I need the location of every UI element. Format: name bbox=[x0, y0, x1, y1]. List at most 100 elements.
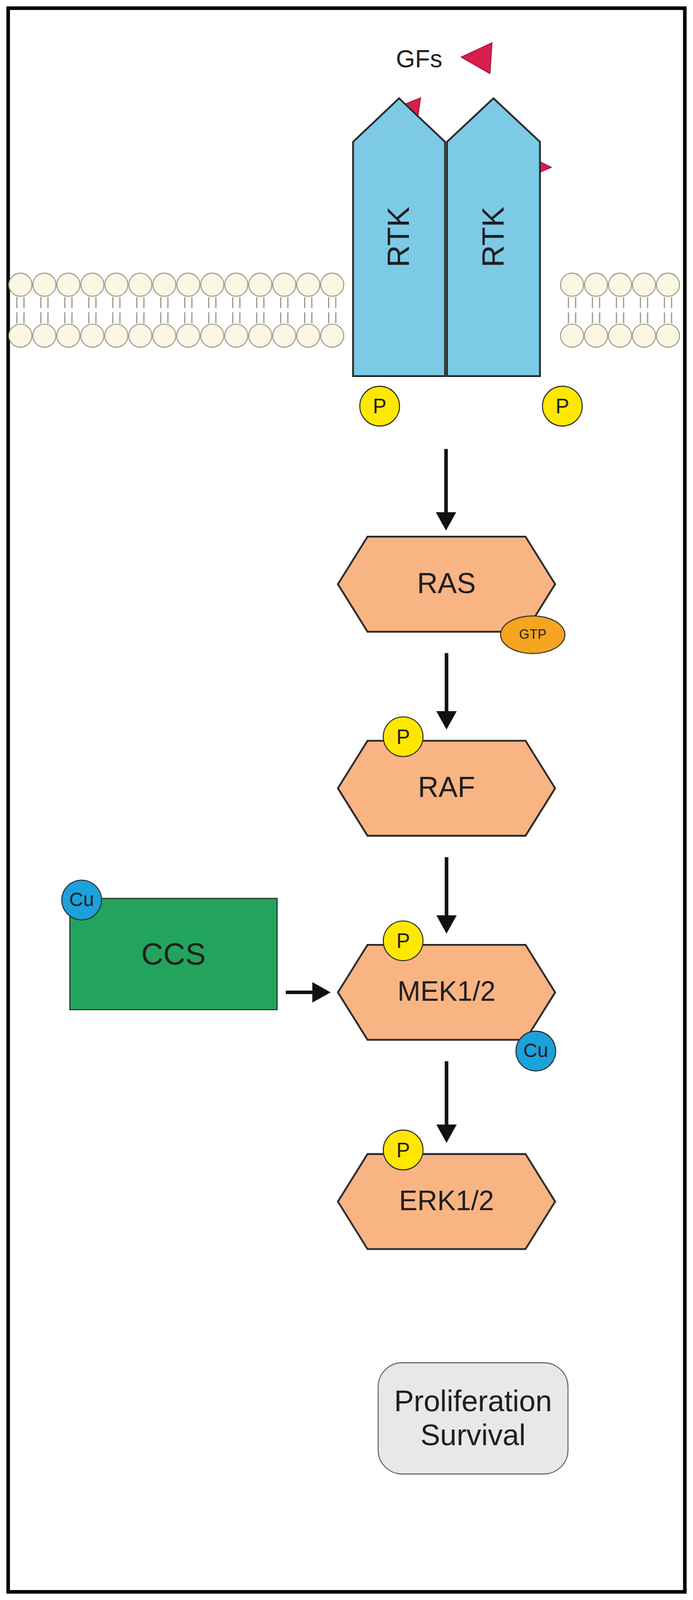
lipid-head bbox=[104, 273, 128, 297]
node-text: P bbox=[396, 1138, 410, 1163]
arrow-line bbox=[443, 449, 448, 517]
lipid-tail bbox=[591, 312, 593, 324]
figure-frame bbox=[8, 8, 686, 1593]
shape-fill bbox=[338, 945, 556, 1041]
kinase-hexagon: RAF bbox=[337, 739, 557, 837]
lipid-tail bbox=[71, 296, 73, 309]
lipid-head bbox=[104, 324, 128, 348]
lipid-tail bbox=[622, 296, 624, 309]
lipid-head bbox=[560, 273, 584, 297]
lipid-tail bbox=[135, 312, 138, 324]
lipid-tail bbox=[311, 312, 313, 324]
shape-fill bbox=[353, 98, 446, 377]
lipid-tail bbox=[280, 296, 282, 309]
lipid-tail bbox=[335, 312, 337, 324]
arrow-line bbox=[444, 857, 448, 920]
receptor-box: RTK bbox=[352, 96, 447, 378]
lipid-tail bbox=[64, 312, 66, 324]
lipid-head bbox=[608, 273, 632, 297]
lipid-tail bbox=[232, 296, 234, 309]
lipid-head bbox=[80, 273, 104, 297]
lipid-head bbox=[176, 324, 200, 348]
lipid-tail bbox=[328, 296, 330, 309]
kinase-hexagon: MEK1/2 bbox=[337, 944, 557, 1042]
lipid-tail bbox=[615, 312, 617, 324]
lipid-tail bbox=[598, 296, 600, 309]
lipid-head bbox=[320, 324, 344, 348]
phospho-circle: P bbox=[382, 1129, 424, 1171]
lipid-head bbox=[56, 324, 80, 348]
lipid-tail bbox=[119, 296, 121, 309]
lipid-tail bbox=[664, 296, 666, 309]
lipid-tail bbox=[304, 312, 306, 324]
lipid-tail bbox=[664, 312, 666, 324]
phospho-circle: P bbox=[382, 920, 424, 962]
kinase-hexagon: ERK1/2 bbox=[337, 1153, 557, 1251]
lipid-tail bbox=[47, 296, 49, 309]
arrow-head bbox=[436, 915, 457, 935]
lipid-tail bbox=[287, 312, 289, 324]
lipid-tail bbox=[191, 312, 193, 324]
lipid-head bbox=[152, 273, 176, 297]
node-text: P bbox=[555, 394, 569, 418]
lipid-head bbox=[296, 273, 320, 297]
lipid-head bbox=[128, 273, 152, 297]
lipid-tail bbox=[262, 296, 265, 309]
arrow-connector bbox=[436, 857, 457, 934]
lipid-tail bbox=[64, 296, 66, 309]
arrow-connector bbox=[435, 449, 457, 531]
lipid-head bbox=[656, 273, 680, 297]
lipid-tail bbox=[215, 296, 217, 309]
lipid-tail bbox=[95, 296, 97, 309]
chaperone-box: CCS bbox=[69, 898, 278, 1011]
node-text: GTP bbox=[519, 627, 547, 643]
lipid-tail bbox=[88, 296, 90, 309]
lipid-tail bbox=[167, 312, 169, 324]
arrow-connector bbox=[436, 653, 457, 730]
node-text: Cu bbox=[69, 889, 95, 912]
lipid-tail bbox=[119, 312, 121, 324]
lipid-head bbox=[632, 273, 656, 297]
lipid-tail bbox=[598, 312, 600, 324]
outcome-box: Proliferation Survival bbox=[377, 1362, 569, 1476]
lipid-tail bbox=[256, 296, 258, 309]
lipid-tail bbox=[208, 312, 210, 324]
node-text: RTK bbox=[475, 207, 511, 268]
lipid-tail bbox=[159, 312, 161, 324]
lipid-tail bbox=[167, 296, 169, 309]
arrow-line bbox=[444, 653, 448, 716]
node-text: RTK bbox=[381, 207, 417, 268]
lipid-tail bbox=[256, 312, 258, 324]
node-text: P bbox=[396, 725, 410, 749]
lipid-tail bbox=[640, 312, 642, 324]
lipid-head bbox=[224, 324, 248, 348]
node-text: CCS bbox=[140, 936, 206, 973]
lipid-tail bbox=[670, 312, 672, 324]
lipid-head bbox=[200, 324, 224, 348]
lipid-head bbox=[32, 324, 56, 348]
lipid-tail bbox=[262, 312, 265, 324]
lipid-tail bbox=[574, 296, 577, 309]
receptor-box: RTK bbox=[446, 96, 541, 378]
node-text: RAS bbox=[417, 568, 476, 602]
lipid-bilayer bbox=[8, 273, 680, 348]
lipid-tail bbox=[135, 296, 138, 309]
lipid-tail bbox=[646, 296, 648, 309]
lipid-head bbox=[296, 324, 320, 348]
shape-fill bbox=[446, 98, 540, 377]
lipid-tail bbox=[287, 296, 289, 309]
lipid-tail bbox=[184, 296, 186, 309]
lipid-head bbox=[248, 273, 272, 297]
arrow-head bbox=[436, 711, 457, 730]
lipid-tail bbox=[591, 296, 593, 309]
lipid-head bbox=[224, 273, 248, 297]
lipid-head bbox=[32, 273, 56, 297]
lipid-tail bbox=[88, 312, 90, 324]
lipid-tail bbox=[567, 312, 569, 324]
lipid-tail bbox=[191, 296, 193, 309]
phospho-circle: P bbox=[542, 386, 583, 427]
lipid-tail bbox=[567, 296, 569, 309]
lipid-tail bbox=[574, 312, 577, 324]
lipid-tail bbox=[238, 296, 241, 309]
lipid-tail bbox=[23, 312, 25, 324]
